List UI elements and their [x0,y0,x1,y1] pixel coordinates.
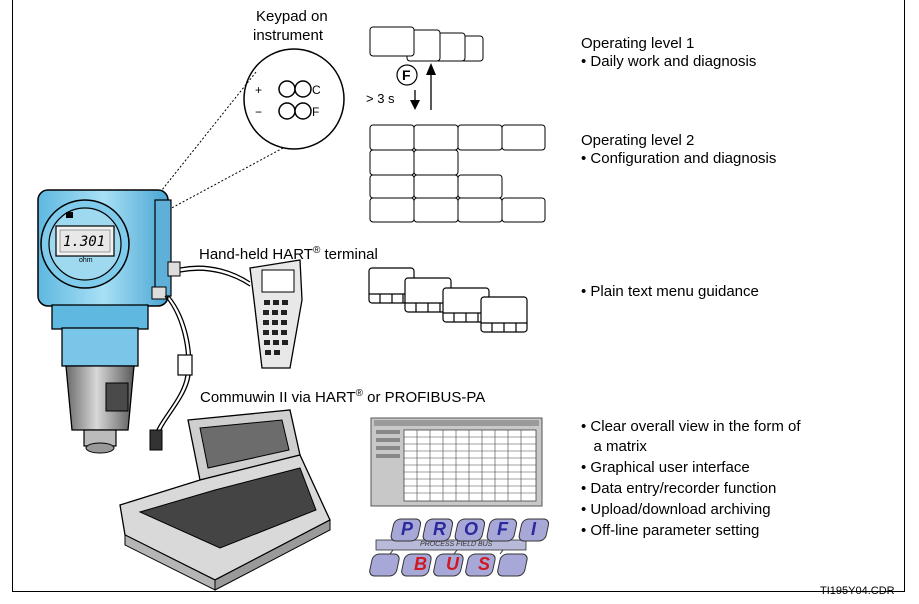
hart-interface-box [177,354,193,376]
commuwin-matrix-window [370,417,543,507]
handheld-label: Hand-held HART® terminal [199,245,378,263]
keypad-icon [243,48,345,150]
laptop-icon [119,409,331,591]
commuwin-bullet-5: • Off-line parameter setting [581,522,760,539]
commuwin-bullet-1-cont: a matrix [581,438,647,455]
level2-title: Operating level 2 [581,132,695,149]
profibus-letter-o: O [464,519,479,539]
profibus-letter-u: U [446,554,459,574]
level2-bullet: • Configuration and diagnosis [581,150,777,167]
profibus-logo [369,518,550,577]
profibus-letter-f: F [497,519,508,539]
cable-connector [149,429,163,451]
commuwin-bullet-1: • Clear overall view in the form of [581,418,801,435]
level1-bullet: • Daily work and diagnosis [581,53,757,70]
commuwin-bullet-2: • Graphical user interface [581,459,750,476]
profibus-letter-b: B [414,554,427,574]
handheld-menu-screens [368,267,528,333]
profibus-bar-text: PROCESS FIELD BUS [420,541,493,548]
keypad-title-line1: Keypad on [256,8,328,25]
handheld-terminal-icon [249,259,303,369]
instrument-display-unit: ohm [79,257,93,264]
keypad-connector-lines [149,71,284,211]
level1-title: Operating level 1 [581,35,695,52]
level2-screens [369,124,546,223]
hold-time-label: > 3 s [366,91,395,106]
instrument-icon [37,189,181,454]
level-switch-arrows [410,63,436,110]
commuwin-bullet-4: • Upload/download archiving [581,501,771,518]
profibus-letter-s: S [478,554,491,574]
figure-code: TI195Y04.CDR [820,585,895,597]
keypad-plus-key: + [255,83,263,97]
f-key-label: F [402,67,411,83]
commuwin-label: Commuwin II via HART® or PROFIBUS-PA [200,388,486,406]
keypad-title-line2: instrument [253,27,324,44]
keypad-f-key: F [312,105,320,119]
instrument-display-value: 1.301 [63,234,106,250]
profibus-letter-p: P [401,519,414,539]
keypad-minus-key: − [255,105,263,119]
profibus-letter-r: R [433,519,446,539]
diagram-frame [12,0,905,592]
commuwin-bullet-3: • Data entry/recorder function [581,480,777,497]
profibus-letter-i: I [531,519,537,539]
hart-cables [155,265,251,433]
handheld-bullet: • Plain text menu guidance [581,283,759,300]
level1-screens [369,26,484,62]
f-key-icon [396,64,418,86]
keypad-c-key: C [312,83,321,97]
